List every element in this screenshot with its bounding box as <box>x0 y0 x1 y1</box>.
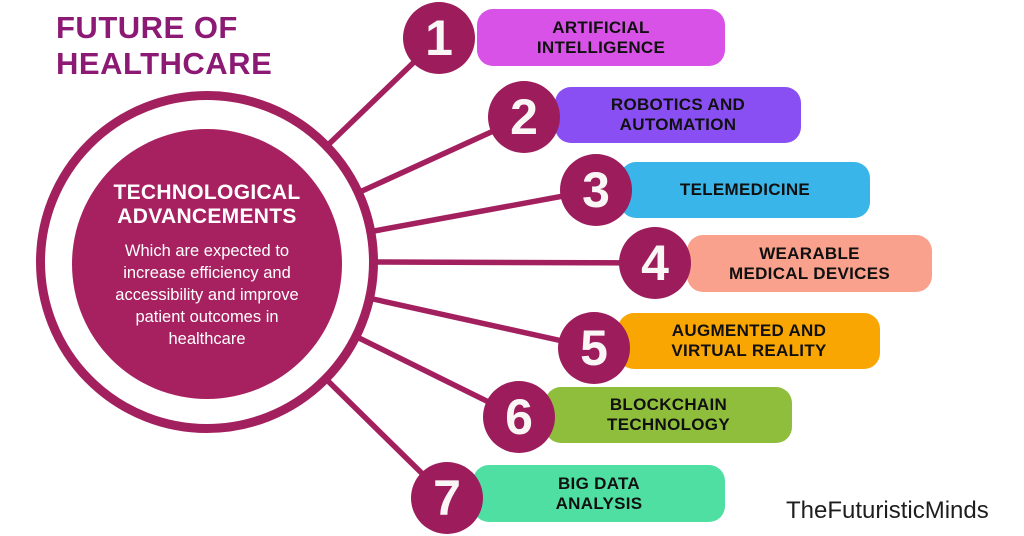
item-4-pill: WEARABLE MEDICAL DEVICES <box>687 235 932 292</box>
item-1-pill: ARTIFICIAL INTELLIGENCE <box>477 9 725 66</box>
item-6-pill: BLOCKCHAIN TECHNOLOGY <box>545 387 792 443</box>
item-6-number-badge: 6 <box>483 381 555 453</box>
connector-line-3 <box>371 187 599 234</box>
item-5-pill: AUGMENTED AND VIRTUAL REALITY <box>618 313 880 369</box>
item-1-number-badge: 1 <box>403 2 475 74</box>
item-3-number-badge: 3 <box>560 154 632 226</box>
item-4-number: 4 <box>641 235 669 291</box>
item-7-label: BIG DATA ANALYSIS <box>555 473 643 513</box>
center-description: Which are expected to increase efficienc… <box>115 241 299 348</box>
watermark: TheFuturisticMinds <box>786 497 989 524</box>
item-2-pill: ROBOTICS AND AUTOMATION <box>555 87 801 143</box>
item-4-label: WEARABLE MEDICAL DEVICES <box>729 243 890 283</box>
item-5-label: AUGMENTED AND VIRTUAL REALITY <box>671 321 827 360</box>
item-1-label: ARTIFICIAL INTELLIGENCE <box>536 17 666 57</box>
item-7-number-badge: 7 <box>411 462 483 534</box>
item-3-label: TELEMEDICINE <box>679 180 811 199</box>
item-5-number-badge: 5 <box>558 312 630 384</box>
connector-line-4 <box>374 259 658 266</box>
page-title-line-2: HEALTHCARE <box>56 46 273 81</box>
item-7-pill: BIG DATA ANALYSIS <box>473 465 725 522</box>
item-3-number: 3 <box>582 162 610 218</box>
item-3-pill: TELEMEDICINE <box>620 162 870 218</box>
page-title-line-1: FUTURE OF <box>56 10 238 45</box>
item-2-label: ROBOTICS AND AUTOMATION <box>610 95 746 134</box>
page-title: FUTURE OF HEALTHCARE <box>56 10 272 82</box>
item-5-number: 5 <box>580 320 608 376</box>
item-2-number: 2 <box>510 89 538 145</box>
item-4-number-badge: 4 <box>619 227 691 299</box>
item-7-number: 7 <box>433 470 461 526</box>
item-6-number: 6 <box>505 389 533 445</box>
item-6-label: BLOCKCHAIN TECHNOLOGY <box>607 395 730 434</box>
item-1-number: 1 <box>425 10 453 66</box>
connector-line-5 <box>370 296 597 351</box>
center-heading: TECHNOLOGICAL ADVANCEMENTS <box>113 180 301 228</box>
item-2-number-badge: 2 <box>488 81 560 153</box>
center-circle: TECHNOLOGICAL ADVANCEMENTS Which are exp… <box>72 129 342 399</box>
